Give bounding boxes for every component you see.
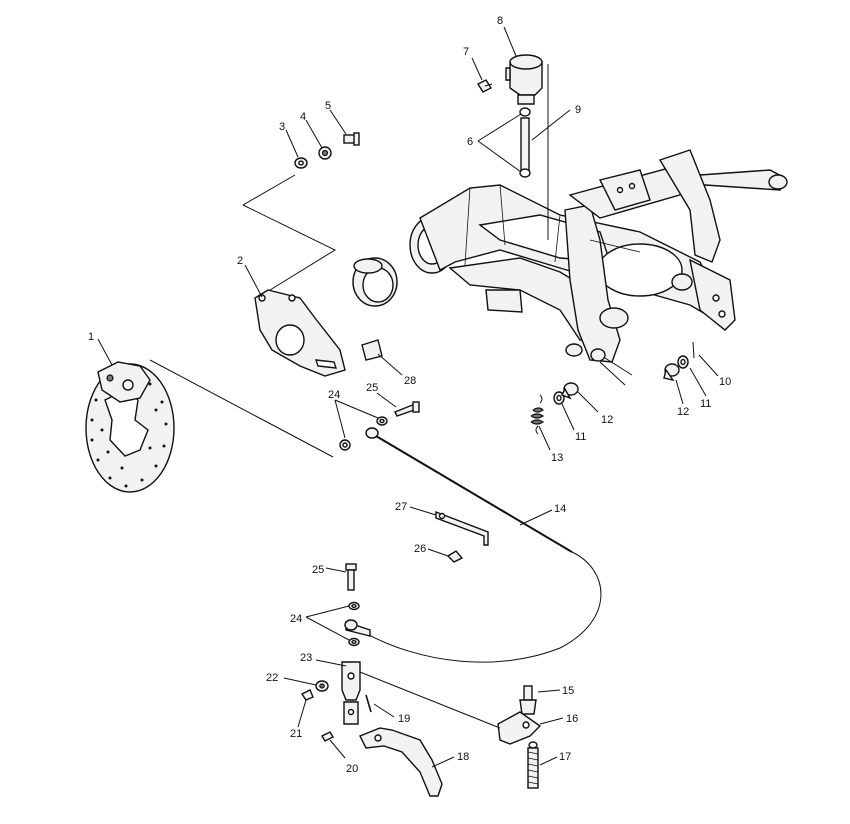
callout-22: 22 xyxy=(266,672,278,684)
callout-labels: 1 2 3 4 5 6 7 8 9 10 11 11 12 12 13 14 1… xyxy=(88,15,731,775)
cable-clamp-27 xyxy=(435,510,489,546)
brake-cable xyxy=(359,551,602,663)
callout-2: 2 xyxy=(237,255,243,267)
bracket-16 xyxy=(497,711,542,745)
screw-26 xyxy=(446,550,464,563)
leader-lines xyxy=(97,26,719,768)
swingarm-frame xyxy=(409,149,788,386)
brake-pedal-18 xyxy=(359,727,443,797)
callout-25-upper: 25 xyxy=(366,382,378,394)
washer-3 xyxy=(294,157,308,169)
clevis-pin xyxy=(344,619,371,637)
callout-16: 16 xyxy=(566,713,578,725)
callout-11-right: 11 xyxy=(700,398,711,410)
callout-19: 19 xyxy=(398,713,410,725)
washer-24-upper xyxy=(339,416,388,451)
callout-9: 9 xyxy=(575,104,581,116)
spacer-28 xyxy=(361,339,383,361)
nut-22 xyxy=(315,680,329,692)
bearing-housing xyxy=(352,257,398,307)
bolt-12-right xyxy=(663,363,680,382)
brake-disc xyxy=(85,363,175,493)
brake-rod xyxy=(365,427,573,553)
callout-10: 10 xyxy=(719,376,731,388)
pin-20 xyxy=(321,731,334,742)
callout-26: 26 xyxy=(414,543,426,555)
callout-24-lower: 24 xyxy=(290,613,302,625)
callout-11-left: 11 xyxy=(575,431,586,443)
nut-4 xyxy=(318,146,332,160)
callout-24-upper: 24 xyxy=(328,389,340,401)
reservoir-screw xyxy=(476,79,493,93)
brake-caliper-bracket xyxy=(254,289,346,377)
hose-with-clamps xyxy=(519,107,531,178)
callout-5: 5 xyxy=(325,100,331,112)
washer-24-lower xyxy=(348,601,360,647)
callout-4: 4 xyxy=(300,111,306,123)
callout-1: 1 xyxy=(88,331,94,343)
brake-clevis-23 xyxy=(341,661,361,725)
callout-3: 3 xyxy=(279,121,285,133)
return-spring-13 xyxy=(530,394,545,435)
callout-6: 6 xyxy=(467,136,473,148)
callout-23: 23 xyxy=(300,652,312,664)
bolt-25-upper xyxy=(394,401,420,417)
callout-12-right: 12 xyxy=(677,406,689,418)
spring-17 xyxy=(527,741,539,789)
callout-15: 15 xyxy=(562,685,574,697)
callout-20: 20 xyxy=(346,763,358,775)
cotter-pin-10 xyxy=(692,341,695,359)
callout-8: 8 xyxy=(497,15,503,27)
callout-7: 7 xyxy=(463,46,469,58)
callout-17: 17 xyxy=(559,751,571,763)
callout-25-lower: 25 xyxy=(312,564,324,576)
callout-18: 18 xyxy=(457,751,469,763)
pin-19 xyxy=(365,694,372,713)
bolt-21 xyxy=(300,689,314,701)
callout-14: 14 xyxy=(554,503,566,515)
callout-12-left: 12 xyxy=(601,414,613,426)
callout-28: 28 xyxy=(404,375,416,387)
bolt-5 xyxy=(343,132,360,146)
callout-13: 13 xyxy=(551,452,563,464)
brake-caliper xyxy=(97,361,151,403)
bolt-12-left xyxy=(561,382,579,400)
washer-11-right xyxy=(677,355,689,369)
bolt-25-lower xyxy=(345,563,357,591)
callout-27: 27 xyxy=(395,501,407,513)
brake-reservoir xyxy=(505,54,543,105)
callout-21: 21 xyxy=(290,728,302,740)
bolt-15 xyxy=(519,685,537,715)
